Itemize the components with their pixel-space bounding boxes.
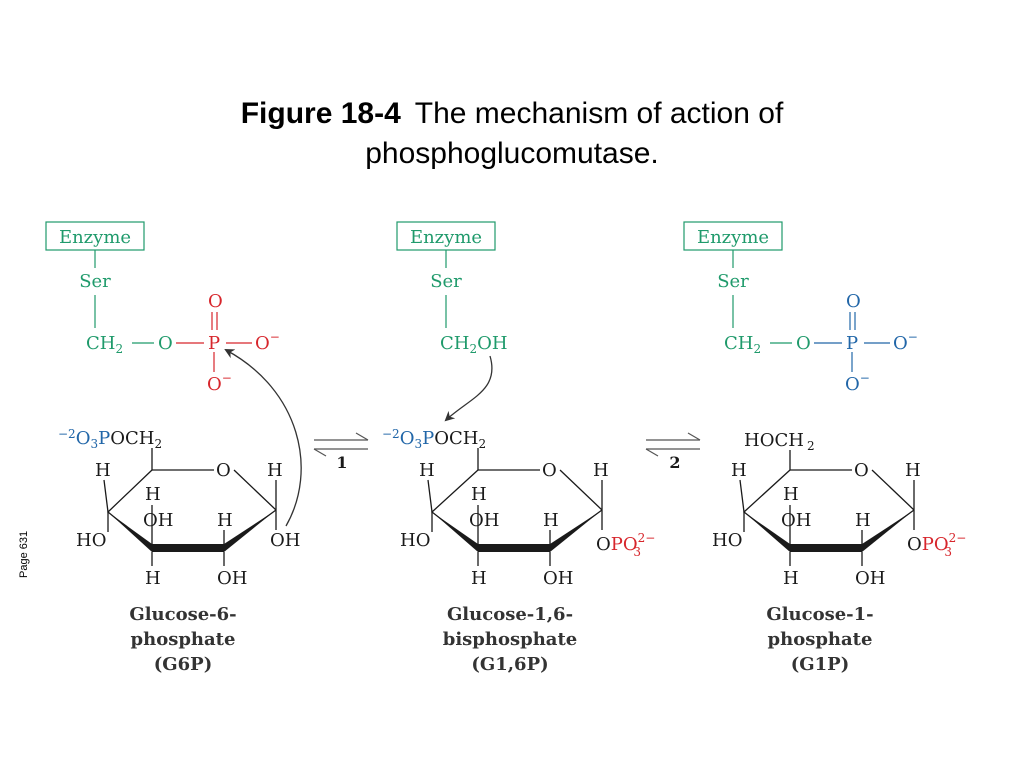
oxygen-label: O [158,333,173,354]
h-label: H [217,510,233,531]
arrow-barb [687,432,701,441]
bond-line [427,479,433,513]
ring-front-bond [478,544,550,552]
h-label: H [731,460,747,481]
phosphate-group-label: −2O3POCH2 [58,427,162,451]
figure-number: Figure 18-4 [240,97,401,130]
panel-g16p: Enzyme Ser CH2OH −2O3POCH2 O H H H OH H … [382,221,655,675]
oh-label: OH [781,510,811,531]
arrow-barb [645,448,659,457]
enzyme-label: Enzyme [410,227,482,248]
molecule-name-line2: bisphosphate [443,629,577,650]
ring-oxygen-label: O [542,460,557,481]
arrow-barb [355,432,369,441]
molecule-name-line1: Glucose-1- [766,604,873,625]
h-label: H [783,484,799,505]
molecule-name-line2: phosphate [768,629,873,650]
equilibrium-arrows-step-1: 1 [313,432,369,472]
h-label: H [543,510,559,531]
ring-bonds [742,469,915,549]
ring-wedge [432,512,478,552]
ch2-label: CH2 [724,333,761,356]
h-label: H [267,460,283,481]
ring-front-bond [790,544,862,552]
step-number: 1 [336,453,347,472]
figure-title: Figure 18-4 The mechanism of action of ph… [0,94,1024,174]
ring-oxygen-label: O [216,460,231,481]
molecule-name-line1: Glucose-6- [129,604,236,625]
oh-label: OH [217,568,247,589]
equilibrium-arrows-step-2: 2 [645,432,701,472]
ring-wedge [744,512,790,552]
molecule-abbreviation: (G6P) [154,654,212,675]
oh-label: OH [270,530,300,551]
g1p-phosphate-label: OPO2−3 [907,531,966,559]
oh-label: OH [855,568,885,589]
ser-label: Ser [430,271,462,292]
h-label: H [419,460,435,481]
ring-bond [233,469,277,511]
curved-arrow-icon [224,349,302,527]
oxygen-anion-label: O− [207,371,232,395]
curved-arrow-icon [444,355,493,422]
oh-label: OH [143,510,173,531]
h-label: H [905,460,921,481]
oxygen-anion-label: O− [255,330,280,354]
ho-label: HO [76,530,106,551]
ch2oh-label: CH2OH [440,333,508,356]
h-label: H [593,460,609,481]
molecule-name-line1: Glucose-1,6- [447,604,573,625]
h-label: H [95,460,111,481]
ser-label: Ser [79,271,111,292]
oxygen-label: O [846,291,861,312]
molecule-abbreviation: (G1P) [791,654,849,675]
ring-bond [871,469,915,511]
ch2-label: CH2 [86,333,123,356]
h-label: H [145,484,161,505]
figure-title-line2: phosphoglucomutase. [365,137,659,170]
ser-label: Ser [717,271,749,292]
ring-front-bond [152,544,224,552]
h-label: H [471,568,487,589]
oh-label: OH [543,568,573,589]
phosphate-group-label: −2O3POCH2 [382,427,486,451]
ring-wedge [862,510,914,552]
bond-line [739,479,745,513]
figure-title-line1: The mechanism of action of [414,97,784,130]
oxygen-anion-label: O− [845,371,870,395]
oxygen-label: O [208,291,223,312]
ring-wedge [550,510,602,552]
ring-wedge [108,512,152,552]
bond-line [103,479,109,513]
ring-bond [559,469,603,511]
ring-bonds [430,469,603,549]
h-label: H [471,484,487,505]
phosphorus-label: P [846,333,858,354]
molecule-abbreviation: (G1,6P) [471,654,548,675]
oxygen-label: O [796,333,811,354]
h-label: H [145,568,161,589]
ring-oxygen-label: O [854,460,869,481]
step-number: 2 [669,453,680,472]
ho-label: HO [712,530,742,551]
oxygen-anion-label: O− [893,330,918,354]
arrow-barb [313,448,327,457]
molecule-name-line2: phosphate [131,629,236,650]
h-label: H [783,568,799,589]
oh-label: OH [469,510,499,531]
enzyme-label: Enzyme [59,227,131,248]
panel-g6p: Enzyme Ser CH2 O P O O− O− −2O3POCH2 O H… [45,221,302,675]
ring-bonds [107,469,277,549]
ring-wedge [224,510,276,552]
enzyme-label: Enzyme [697,227,769,248]
bisphosphate-label: OPO2−3 [596,531,655,559]
phosphorus-label: P [208,333,220,354]
h-label: H [855,510,871,531]
ho-label: HO [400,530,430,551]
